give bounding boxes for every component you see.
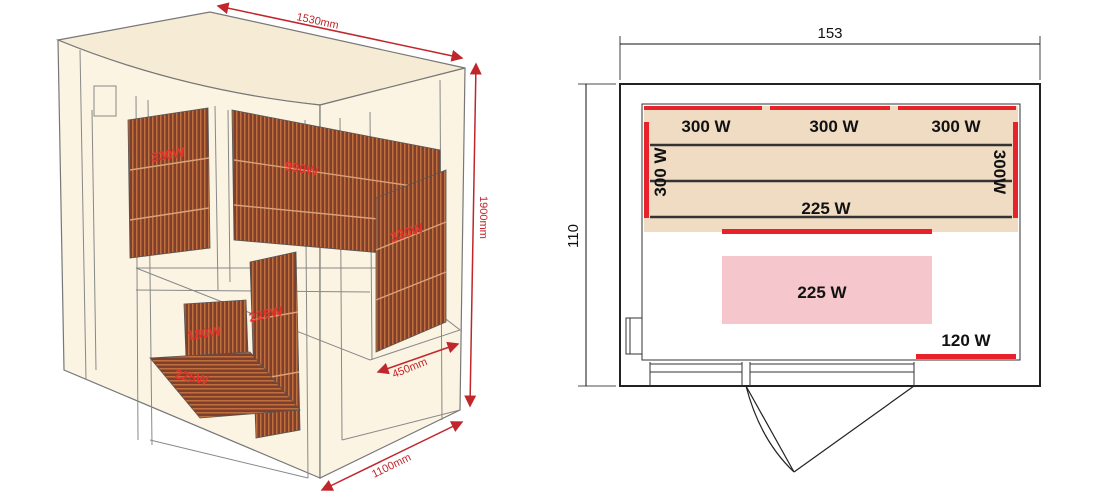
plan-front-wall-details (625, 317, 915, 386)
plan-dimension-width: 153 (619, 25, 1041, 80)
heater-panel-floor (149, 351, 301, 419)
dimension-height-3d: 1900mm (464, 62, 489, 408)
plan-door-swing (745, 385, 915, 473)
plan-bench (644, 106, 1018, 232)
svg-text:1900mm: 1900mm (477, 196, 489, 239)
plan-heater-bars (644, 106, 1018, 359)
heater-bar-front (916, 354, 1016, 359)
plan-label-back-3: 300 W (931, 117, 981, 136)
heater-bar-right (1013, 122, 1018, 218)
heater-bar-left (644, 122, 649, 218)
heater-panel-right (375, 169, 447, 353)
heater-panel-left (127, 107, 211, 259)
label-225w-door: 225W (248, 303, 285, 325)
svg-text:1530mm: 1530mm (295, 11, 339, 32)
plan-label-right-side: 300W (990, 150, 1009, 195)
heater-bar-back-3 (898, 106, 1016, 110)
plan-floor-heater (722, 256, 932, 324)
plan-label-floor: 225 W (797, 283, 847, 302)
label-330w-left: 330W (150, 144, 187, 165)
plan-label-left-side: 300 W (651, 146, 670, 196)
heater-bar-back-2 (770, 106, 890, 110)
plan-bench-slats (650, 143, 1012, 219)
heater-bar-bench (722, 229, 932, 234)
isometric-sauna-view: 330W 990W 330W 225W 180W 225W 1530mm 190… (55, 2, 489, 491)
svg-text:110: 110 (565, 224, 582, 248)
plan-label-back-1: 300 W (681, 117, 731, 136)
heater-bar-back-1 (644, 106, 762, 110)
plan-label-bench: 225 W (801, 199, 851, 218)
plan-dimension-depth: 110 (565, 83, 616, 387)
plan-view: 153 110 (565, 25, 1041, 473)
svg-text:153: 153 (817, 25, 842, 42)
label-180w-bench: 180W (186, 323, 222, 343)
label-990w-back: 990W (283, 158, 320, 179)
plan-label-back-2: 300 W (809, 117, 859, 136)
label-225w-floor: 225W (173, 366, 210, 388)
plan-label-front: 120 W (941, 331, 991, 350)
